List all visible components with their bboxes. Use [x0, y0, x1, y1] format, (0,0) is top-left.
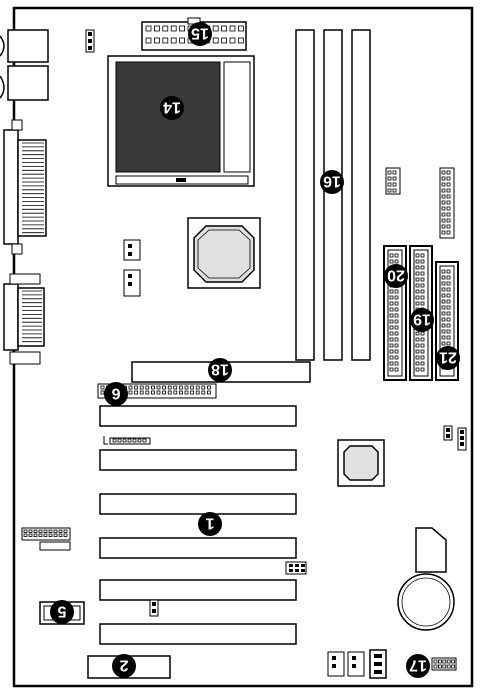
header-17: [431, 657, 457, 671]
port-shell: [3, 283, 19, 351]
port-mount-tab: [9, 351, 41, 365]
callout-number: 18: [211, 361, 229, 378]
callout-number: 6: [111, 385, 120, 402]
dimm-slot: [351, 29, 371, 361]
southbridge-chip: [337, 439, 385, 487]
jumper-mid-bottom: [149, 599, 159, 617]
callout-21: 21: [436, 346, 460, 370]
callout-2: 2: [112, 654, 136, 678]
callout-1: 1: [198, 512, 222, 536]
port-connector: [17, 287, 45, 347]
dimm-slot: [295, 29, 315, 361]
callout-number: 20: [387, 267, 405, 284]
dimm-slot: [323, 29, 343, 361]
callout-badge: [384, 264, 408, 288]
header-right-upper: [385, 167, 401, 195]
callout-badge: [112, 654, 136, 678]
callout-14: 14: [160, 96, 184, 120]
small-header-pci: [103, 436, 151, 445]
parallel-port: [3, 119, 47, 255]
jumpers-right-middle: [443, 425, 467, 451]
ps2-port-housing: [7, 29, 49, 63]
back-panel-ports: [0, 29, 49, 101]
serial-port: [3, 273, 45, 365]
pci-slot: [99, 449, 297, 471]
callout-badge: [198, 512, 222, 536]
callout-number: 19: [413, 311, 431, 328]
callout-number: 5: [57, 603, 66, 620]
callout-badge: [406, 654, 430, 678]
battery: [397, 527, 455, 631]
callout-badge: [160, 96, 184, 120]
callout-number: 21: [439, 349, 457, 366]
round-port-edge: [0, 35, 5, 57]
pci-slot: [99, 579, 297, 601]
callout-17: 17: [406, 654, 430, 678]
callout-19: 19: [410, 308, 434, 332]
port-mount-tab: [11, 119, 23, 131]
callout-badge: [208, 358, 232, 382]
round-port-edge: [0, 75, 5, 99]
jumper-top-left: [85, 29, 95, 53]
port-mount-tab: [11, 243, 23, 255]
callout-number: 15: [191, 25, 209, 42]
callout-number: 1: [205, 515, 214, 532]
callout-number: 14: [163, 99, 181, 116]
port-mount-tab: [9, 273, 41, 285]
pci-slot: [99, 623, 297, 645]
header-right-long: [439, 167, 455, 239]
cpu-fan-headers: [123, 239, 141, 297]
callout-15: 15: [188, 22, 212, 46]
fan-headers-bottom: [327, 649, 387, 679]
cpu-socket: [107, 55, 255, 187]
callout-5: 5: [50, 600, 74, 624]
callout-6: 6: [104, 382, 128, 406]
pci-slot: [99, 493, 297, 515]
usb-port-housing: [7, 65, 49, 101]
pci-slot: [99, 405, 297, 427]
port-shell: [3, 129, 19, 245]
callout-badge: [104, 382, 128, 406]
callout-badge: [188, 22, 212, 46]
callout-badge: [50, 600, 74, 624]
callout-badge: [436, 346, 460, 370]
callout-number: 2: [119, 657, 128, 674]
jumper-pci4: [285, 561, 307, 575]
header-left-block: [21, 527, 71, 551]
port-connector: [17, 139, 47, 237]
callout-badge: [410, 308, 434, 332]
callout-badge: [320, 170, 344, 194]
callout-18: 18: [208, 358, 232, 382]
callout-20: 20: [384, 264, 408, 288]
dimm-slots: [295, 29, 371, 361]
pci-slots: [99, 405, 297, 645]
pci-slot: [99, 537, 297, 559]
northbridge-chip: [187, 217, 261, 289]
callout-number: 16: [323, 173, 341, 190]
callout-16: 16: [320, 170, 344, 194]
callout-number: 17: [409, 657, 427, 674]
